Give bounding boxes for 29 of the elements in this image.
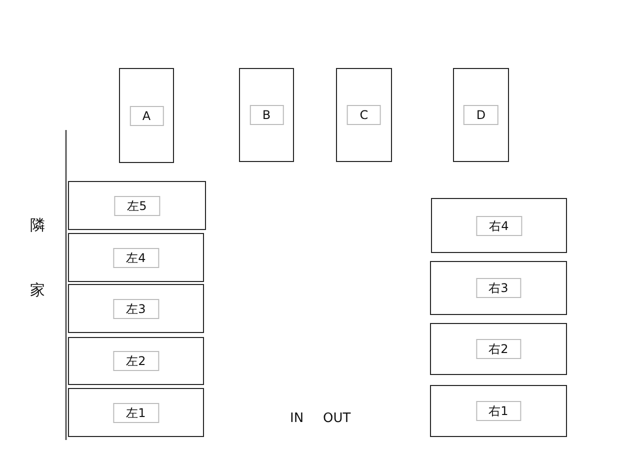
exit-label: OUT — [323, 411, 351, 426]
entrance-label: IN — [290, 411, 304, 426]
space-label: 左2 — [113, 351, 159, 371]
parking-space — [430, 261, 567, 315]
parking-space — [453, 68, 509, 162]
neighbor-house-label: 隣家 — [28, 205, 47, 333]
space-label: 左3 — [113, 298, 159, 318]
space-label: B — [249, 105, 284, 125]
parking-space — [431, 198, 567, 253]
parking-space — [430, 323, 567, 375]
space-label: 左4 — [113, 248, 159, 268]
space-label: 右2 — [476, 339, 522, 359]
parking-space — [68, 284, 204, 333]
parking-space — [68, 181, 206, 230]
parking-space — [119, 68, 174, 163]
space-label: 左5 — [114, 196, 160, 216]
space-label: 右1 — [476, 401, 522, 421]
space-label: A — [129, 106, 164, 126]
space-label: 左1 — [113, 402, 159, 422]
parking-space — [68, 233, 204, 282]
parking-space — [68, 388, 204, 437]
parking-space — [68, 337, 204, 385]
space-label: D — [463, 105, 499, 125]
space-label: C — [346, 105, 382, 125]
parking-space — [239, 68, 294, 162]
parking-space — [430, 385, 567, 437]
parking-space — [336, 68, 392, 162]
space-label: 右3 — [476, 278, 522, 298]
space-label: 右4 — [476, 216, 522, 236]
